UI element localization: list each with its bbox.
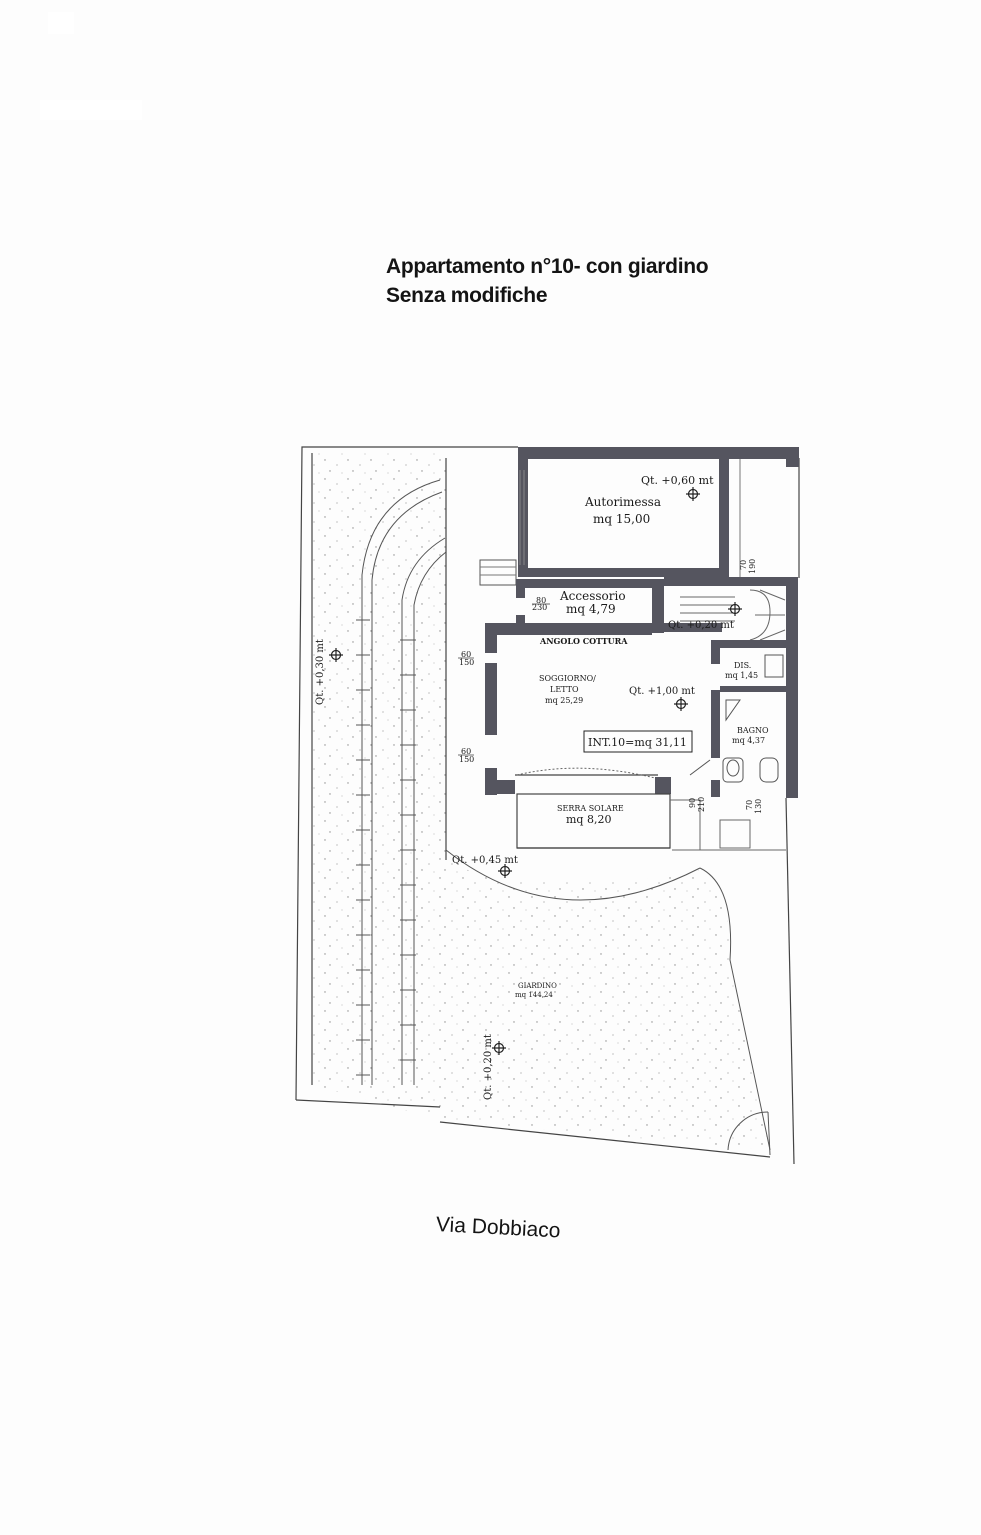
summary-box-frame xyxy=(583,730,693,753)
opening-serra-w: 90 xyxy=(688,798,697,808)
opening-dimensions: 80 230 60 150 60 150 70 190 90 210 70 13… xyxy=(458,559,763,814)
garden-edge xyxy=(699,867,771,1151)
opening-bagno-h: 130 xyxy=(754,799,763,814)
room-soggiorno-area: mq 25,29 xyxy=(545,696,583,705)
level-garage: Qt. +0,60 mt xyxy=(641,474,714,487)
paver-path-right xyxy=(400,537,447,1085)
room-giardino-name: GIARDINO xyxy=(518,982,557,990)
opening-living-bottom-w: 60 xyxy=(461,747,471,756)
staircase xyxy=(680,589,786,641)
paver-path-left xyxy=(356,479,443,1085)
room-autorimessa-area: mq 15,00 xyxy=(593,512,650,526)
opening-living-top-w: 60 xyxy=(461,650,471,659)
room-bagno-area: mq 4,37 xyxy=(732,736,765,745)
summary-box: INT.10=mq 31,11 xyxy=(588,736,687,749)
stair-walls xyxy=(664,577,798,798)
opening-garage-h: 190 xyxy=(748,559,757,574)
scan-corner-bar xyxy=(40,100,142,120)
opening-garage-w: 70 xyxy=(739,560,748,570)
room-serra-area: mq 8,20 xyxy=(566,813,611,826)
room-soggiorno-line2: LETTO xyxy=(550,685,579,694)
garden-curve xyxy=(445,849,701,901)
level-left-strip: Qt. +0,30 mt xyxy=(315,639,326,705)
room-serra-name: SERRA SOLARE xyxy=(557,804,624,813)
serra-solare-frame xyxy=(515,774,671,849)
level-stair: Qt. +0,20 mt xyxy=(668,620,734,631)
room-angolo-cottura: ANGOLO COTTURA xyxy=(539,636,628,646)
opening-living-bottom-h: 150 xyxy=(459,755,474,764)
level-living: Qt. +1,00 mt xyxy=(629,686,695,697)
opening-accessorio-w: 80 xyxy=(536,596,546,605)
entry-steps xyxy=(479,559,517,586)
title-line-1: Appartamento n°10- con giardino xyxy=(386,255,709,278)
room-bagno-name: BAGNO xyxy=(737,726,769,735)
page-title: Appartamento n°10- con giardino Senza mo… xyxy=(386,252,709,310)
opening-living-top-h: 150 xyxy=(459,658,474,667)
garage-walls xyxy=(518,447,799,577)
opening-bagno-w: 70 xyxy=(745,800,754,810)
opening-serra-h: 210 xyxy=(697,797,706,812)
title-line-2: Senza modifiche xyxy=(386,284,548,307)
level-garden: Qt. +0,20 mt xyxy=(483,1034,494,1100)
level-garden-entry: Qt. +0,45 mt xyxy=(452,855,518,866)
accessorio-walls xyxy=(516,579,664,633)
room-accessorio-area: mq 4,79 xyxy=(566,602,616,616)
garden-area xyxy=(312,453,770,1150)
room-soggiorno-line1: SOGGIORNO/ xyxy=(539,674,596,683)
bathroom-fixtures xyxy=(689,654,784,783)
room-autorimessa-name: Autorimessa xyxy=(584,495,661,509)
scan-corner-mark xyxy=(48,12,74,34)
level-markers xyxy=(329,487,742,1055)
gate-swing xyxy=(727,1111,769,1151)
room-dis-area: mq 1,45 xyxy=(725,671,758,680)
room-giardino-area: mq 144,24 xyxy=(515,991,553,999)
room-dis-name: DIS. xyxy=(734,661,751,670)
opening-accessorio-h: 230 xyxy=(532,603,547,612)
living-walls xyxy=(485,623,786,797)
room-accessorio-name: Accessorio xyxy=(559,589,626,603)
